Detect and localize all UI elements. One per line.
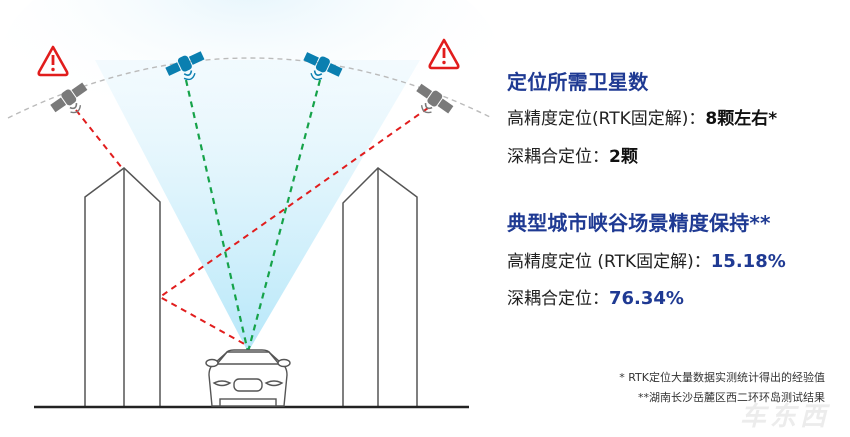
row-value: 15.18%: [710, 251, 786, 272]
row-value: 76.34%: [609, 288, 684, 309]
signal-line-ok-2: [246, 79, 322, 353]
section-title-accuracy: 典型城市峡谷场景精度保持**: [507, 211, 771, 235]
signal-line-ok-1: [184, 79, 250, 353]
row-label: 高精度定位 (RTK固定解)：: [507, 252, 711, 272]
row-label: 高精度定位(RTK固定解)：: [507, 109, 706, 129]
building-left: [84, 167, 161, 408]
row-deep-coupling-accuracy: 深耦合定位：76.34%: [507, 284, 684, 309]
row-value: 8颗左右*: [705, 109, 778, 129]
car-icon: [205, 349, 291, 407]
footnote-1: * RTK定位大量数据实测统计得出的经验值: [619, 371, 825, 384]
warning-triangle-icon-left: [37, 45, 69, 77]
row-label: 深耦合定位：: [507, 289, 609, 309]
building-right: [342, 167, 418, 408]
row-label: 深耦合定位：: [507, 147, 609, 167]
warning-triangle-icon-right: [428, 38, 460, 70]
row-rtk-accuracy: 高精度定位 (RTK固定解)：15.18%: [507, 247, 786, 272]
row-rtk-satellites: 高精度定位(RTK固定解)：8颗左右*: [507, 104, 777, 129]
footnote-2: **湖南长沙岳麓区西二环环岛测试结果: [638, 391, 825, 404]
signal-line-blocked-left: [75, 109, 123, 169]
row-value: 2颗: [609, 147, 638, 167]
row-deep-coupling-satellites: 深耦合定位：2颗: [507, 142, 638, 167]
section-title-satellites: 定位所需卫星数: [507, 70, 649, 94]
visibility-cone: [95, 60, 420, 352]
watermark-logo: 车东西: [739, 402, 830, 432]
